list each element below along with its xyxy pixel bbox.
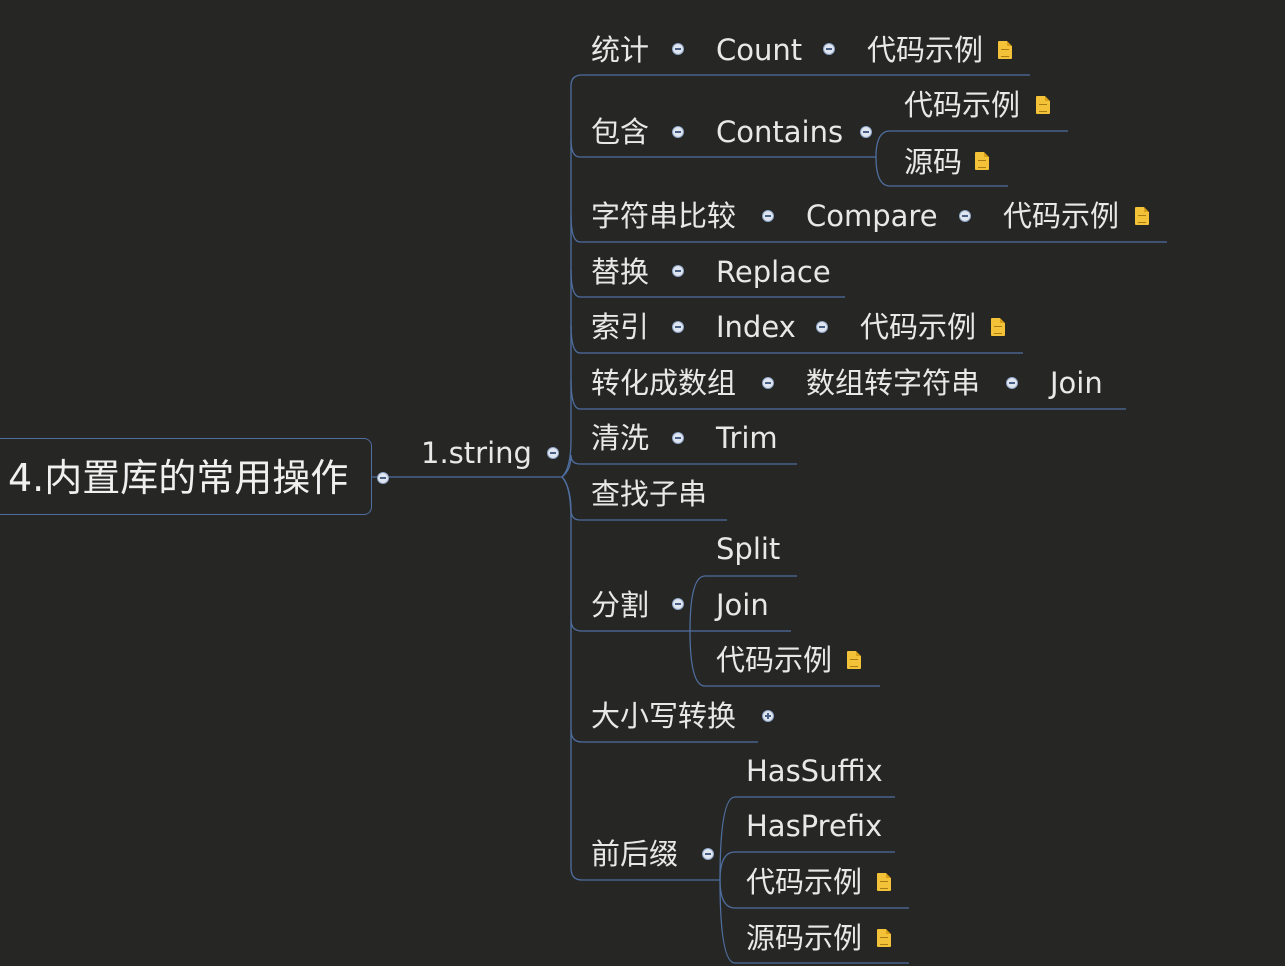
node-index-example[interactable]: 代码示例 [860, 310, 977, 344]
node-trim[interactable]: Trim [716, 421, 778, 455]
note-icon[interactable] [877, 929, 891, 947]
node-contains-source[interactable]: 源码 [904, 145, 963, 179]
topic-replace-toggle[interactable] [672, 265, 684, 277]
node-count-toggle[interactable] [823, 43, 835, 55]
node-contains-example[interactable]: 代码示例 [904, 88, 1021, 122]
topic-to-array-toggle[interactable] [762, 377, 774, 389]
note-icon[interactable] [1135, 207, 1149, 225]
topic-affix[interactable]: 前后缀 [591, 837, 679, 871]
note-icon[interactable] [991, 318, 1005, 336]
node-has-suffix[interactable]: HasSuffix [746, 754, 883, 788]
node-count[interactable]: Count [716, 33, 803, 67]
node-index-toggle[interactable] [816, 321, 828, 333]
node-compare-toggle[interactable] [959, 210, 971, 222]
topic-index[interactable]: 索引 [591, 310, 650, 344]
topic-contains[interactable]: 包含 [591, 115, 650, 149]
topic-replace[interactable]: 替换 [591, 255, 650, 289]
node-split-join[interactable]: Join [716, 588, 769, 622]
root-node-label: 4.内置库的常用操作 [8, 456, 349, 500]
node-has-prefix[interactable]: HasPrefix [746, 809, 883, 843]
note-icon[interactable] [847, 651, 861, 669]
node-split[interactable]: Split [716, 532, 781, 566]
root-node[interactable] [0, 438, 372, 515]
topic-split-toggle[interactable] [672, 598, 684, 610]
node-contains[interactable]: Contains [716, 115, 844, 149]
topic-split[interactable]: 分割 [591, 588, 650, 622]
topic-contains-toggle[interactable] [672, 126, 684, 138]
node-index[interactable]: Index [716, 310, 796, 344]
node-replace[interactable]: Replace [716, 255, 831, 289]
root-collapse-toggle[interactable] [377, 472, 389, 484]
topic-count[interactable]: 统计 [591, 33, 650, 67]
note-icon[interactable] [877, 873, 891, 891]
topic-to-array[interactable]: 转化成数组 [591, 366, 737, 400]
node-affix-example[interactable]: 代码示例 [746, 865, 863, 899]
topic-case-expand-toggle[interactable] [762, 710, 774, 722]
topic-count-toggle[interactable] [672, 43, 684, 55]
node-contains-toggle[interactable] [860, 126, 872, 138]
node-array-to-string[interactable]: 数组转字符串 [806, 366, 981, 400]
branch-string-collapse-toggle[interactable] [547, 447, 559, 459]
topic-compare-toggle[interactable] [762, 210, 774, 222]
topic-trim-toggle[interactable] [672, 432, 684, 444]
topic-affix-toggle[interactable] [702, 848, 714, 860]
branch-string-label[interactable]: 1.string [421, 436, 532, 470]
node-array-to-string-toggle[interactable] [1006, 377, 1018, 389]
node-count-example[interactable]: 代码示例 [867, 33, 984, 67]
topic-index-toggle[interactable] [672, 321, 684, 333]
node-compare-example[interactable]: 代码示例 [1003, 199, 1120, 233]
note-icon[interactable] [975, 152, 989, 170]
note-icon[interactable] [1036, 96, 1050, 114]
topic-case[interactable]: 大小写转换 [591, 699, 737, 733]
node-split-example[interactable]: 代码示例 [716, 643, 833, 677]
topic-trim[interactable]: 清洗 [591, 421, 650, 455]
node-join[interactable]: Join [1050, 366, 1103, 400]
node-affix-source-example[interactable]: 源码示例 [746, 921, 863, 955]
topic-compare[interactable]: 字符串比较 [591, 199, 737, 233]
topic-find-substring[interactable]: 查找子串 [591, 477, 708, 511]
note-icon[interactable] [998, 41, 1012, 59]
node-compare[interactable]: Compare [806, 199, 938, 233]
